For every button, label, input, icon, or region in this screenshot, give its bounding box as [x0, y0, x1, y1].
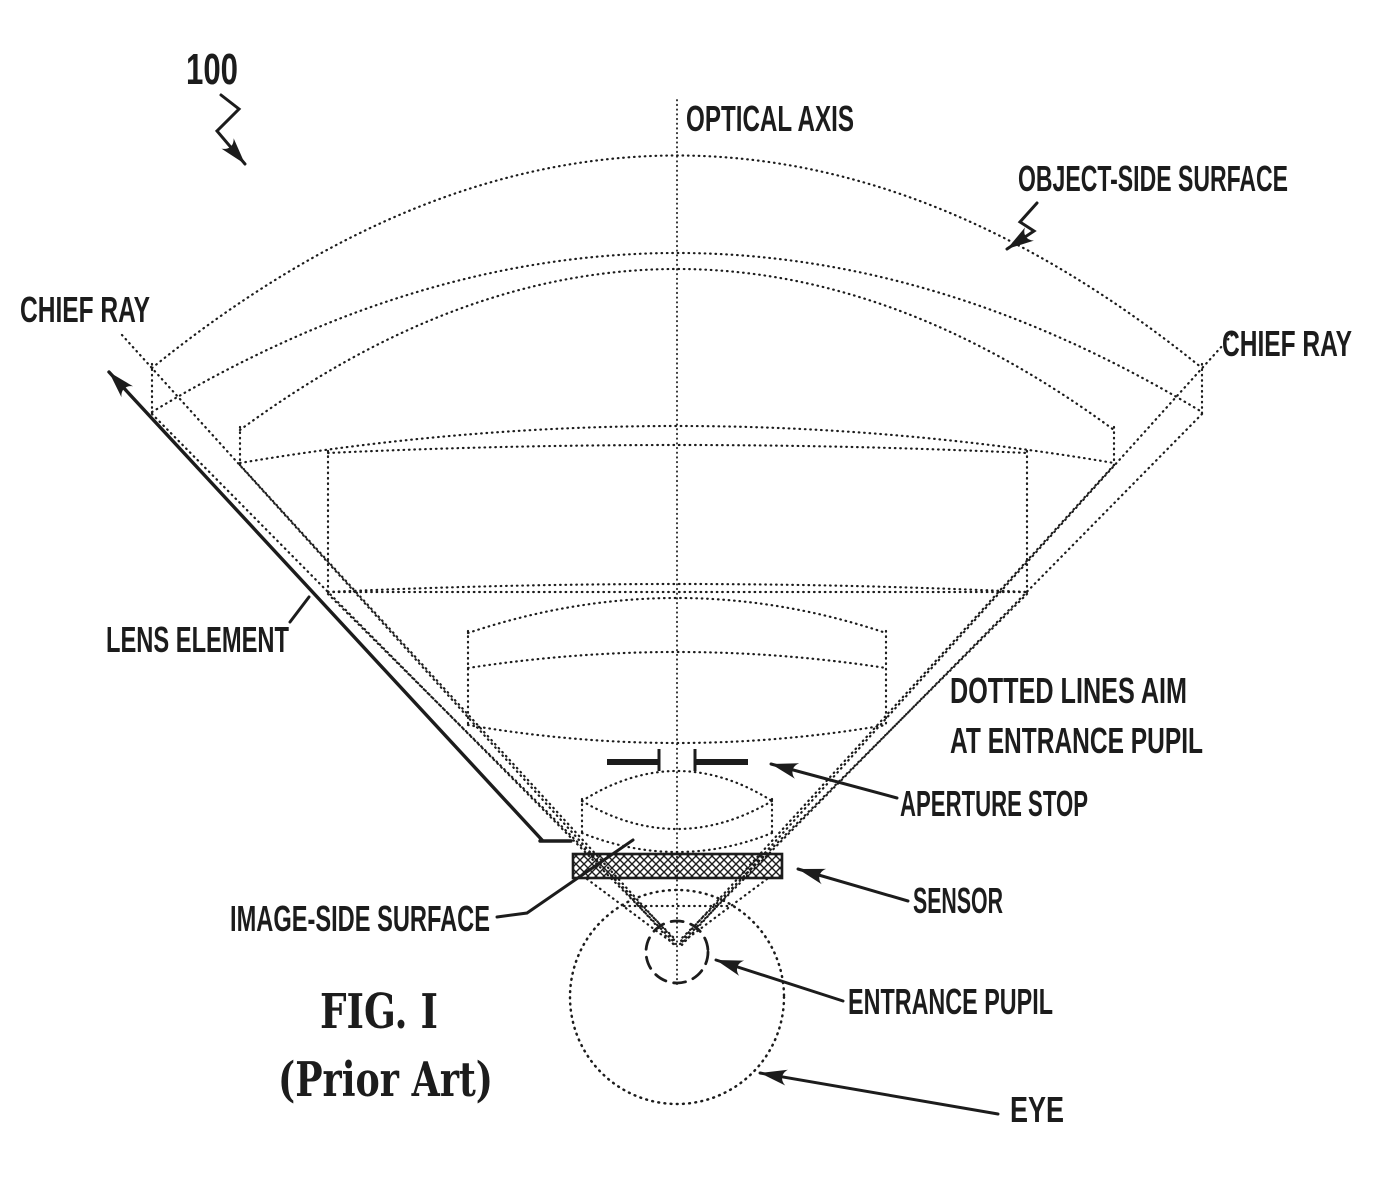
sensor-label: SENSOR	[913, 880, 1003, 921]
sensor-cone-left	[585, 877, 676, 946]
dotted-lines-note-line1: DOTTED LINES AIM	[950, 670, 1187, 711]
optical-axis-label: OPTICAL AXIS	[686, 98, 854, 139]
eye-arrow	[758, 1069, 1000, 1116]
lens-d-top-surface-arc	[466, 596, 888, 635]
chief-ray-solid	[107, 370, 573, 843]
lens-element-d	[466, 596, 888, 745]
chief-ray-dotted-left	[120, 333, 677, 948]
aperture-stop-label: APERTURE STOP	[900, 783, 1088, 824]
image-side-surface-leader	[495, 838, 635, 919]
figure-caption: FIG. I	[320, 984, 438, 1040]
chief-ray-label-right: CHIEF RAY	[1222, 323, 1352, 364]
ray-line	[326, 592, 678, 942]
chief-ray-dotted-right	[679, 333, 1234, 948]
lens-element-c	[326, 443, 1029, 596]
lens-c-bottom-surface-arc	[326, 582, 1029, 594]
lens-c-top-surface-arc	[326, 443, 1029, 455]
lens-b-top-surface-arc	[238, 267, 1116, 432]
annotations	[214, 93, 1039, 1116]
sensor-cone-right	[678, 877, 769, 946]
lens-element-b	[238, 267, 1116, 467]
object-side-surface-arrow	[1005, 201, 1039, 251]
entrance-pupil-circle	[644, 919, 710, 985]
lens-element-label: LENS ELEMENT	[106, 619, 289, 660]
image-side-surface-arc	[580, 831, 774, 854]
lens-element-leader	[288, 595, 311, 624]
sensor-arrow	[796, 867, 910, 903]
prior-art-caption: (Prior Art)	[278, 1052, 493, 1108]
image-side-surface-label: IMAGE-SIDE SURFACE	[230, 898, 490, 939]
labels: 100 OPTICAL AXIS OBJECT-SIDE SURFACE CHI…	[20, 45, 1352, 1130]
eye-group	[568, 888, 786, 1106]
lens-e-equator-arc	[580, 799, 774, 830]
entrance-pupil-rays	[120, 333, 1234, 948]
chief-ray-solid-line	[107, 370, 544, 842]
aperture-stop-arrow	[769, 762, 899, 800]
object-side-surface-arc	[150, 154, 1204, 370]
chief-ray-label-left: CHIEF RAY	[20, 289, 150, 330]
lens-d-bottom-surface-arc	[466, 723, 888, 745]
sensor-bar	[571, 852, 784, 880]
figure-reference-label: 100	[186, 45, 238, 94]
entrance-pupil-label: ENTRANCE PUPIL	[848, 981, 1053, 1022]
dotted-lines-note-line2: AT ENTRANCE PUPIL	[950, 720, 1203, 761]
entrance-pupil-arrow	[714, 958, 845, 1003]
ray-line	[238, 463, 678, 944]
figure-reference-arrow	[214, 93, 247, 166]
lens-d-mid-surface-arc	[466, 650, 888, 670]
lens-assembly	[150, 154, 1204, 854]
lens-element-e-disc	[580, 770, 774, 854]
aperture-stop	[607, 749, 748, 771]
ray-line	[678, 463, 1116, 944]
ray-line	[678, 592, 1029, 942]
eye-label: EYE	[1010, 1089, 1064, 1130]
eye-circle	[568, 888, 786, 1106]
lens-a-inner-surface-arc	[150, 252, 1204, 414]
lens-e-top-arc	[580, 770, 774, 803]
lens-element-a	[150, 154, 1204, 416]
object-side-surface-label: OBJECT-SIDE SURFACE	[1018, 158, 1288, 199]
lens-b-bottom-surface-arc	[238, 424, 1116, 465]
